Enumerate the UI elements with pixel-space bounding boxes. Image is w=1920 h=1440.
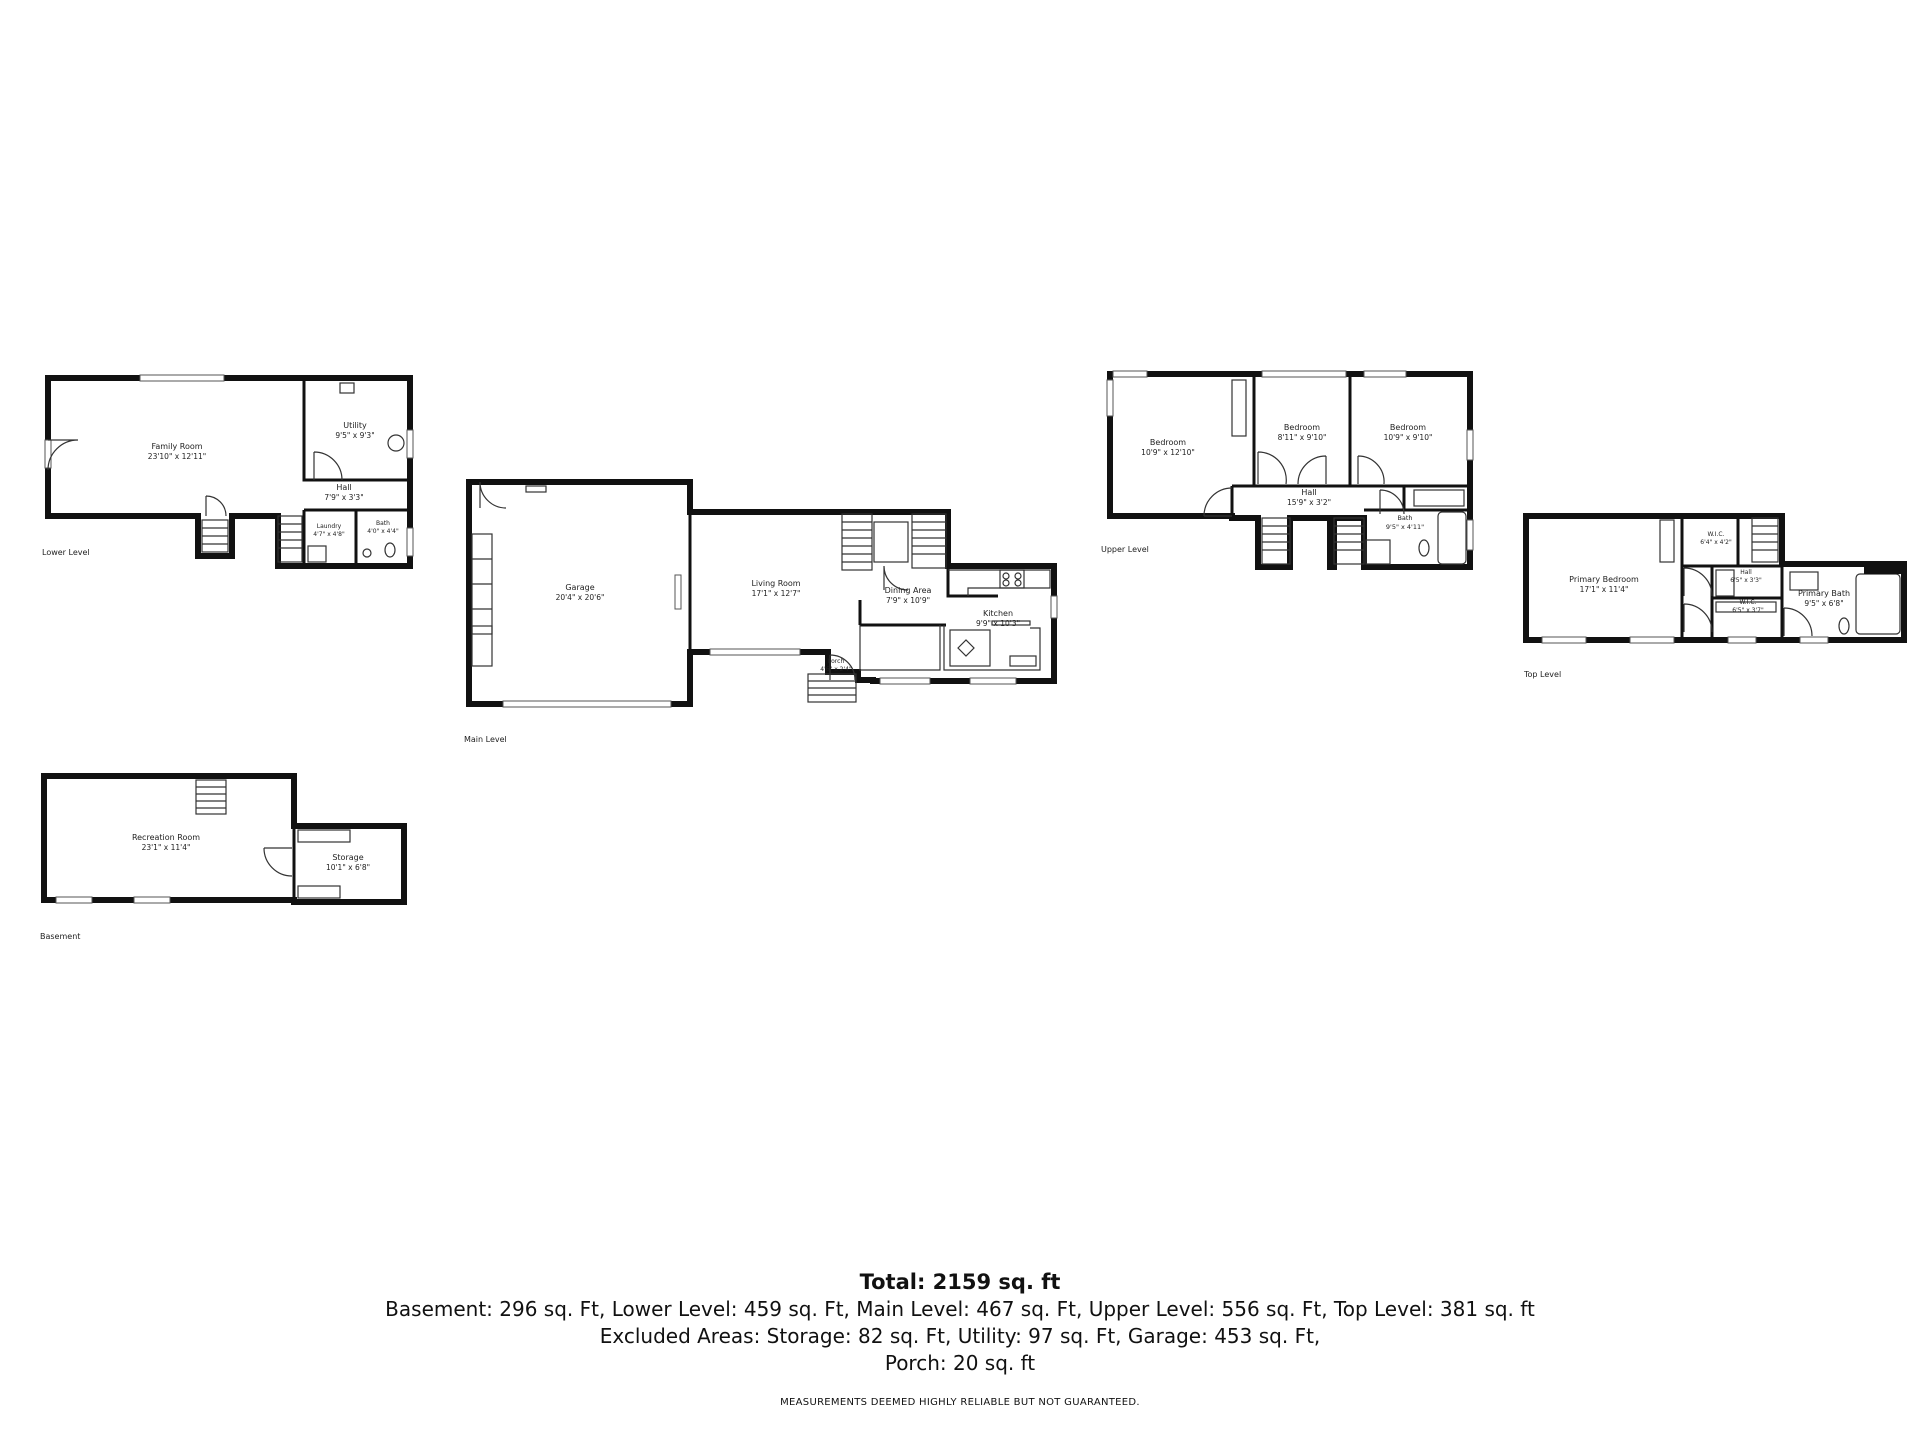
recreation-room-dimensions: 23'1" x 11'4" [142, 843, 191, 852]
disclaimer: MEASUREMENTS DEEMED HIGHLY RELIABLE BUT … [780, 1397, 1140, 1408]
lower-level-label: Lower Level [42, 548, 90, 557]
wic-2-name: W.I.C. [1740, 599, 1757, 606]
lower-level-plan: Family Room 23'10" x 12'11" Utility 9'5"… [42, 374, 414, 569]
lower-bath-dimensions: 4'0" x 4'4" [367, 528, 399, 535]
upper-bath-dimensions: 9'5" x 4'11" [1386, 523, 1424, 531]
family-room-dimensions: 23'10" x 12'11" [148, 452, 206, 461]
lower-bath-name: Bath [376, 520, 390, 527]
area-summary: Total: 2159 sq. ft Basement: 296 sq. Ft,… [0, 1268, 1920, 1408]
level-areas: Basement: 296 sq. Ft, Lower Level: 459 s… [385, 1297, 1535, 1321]
utility-dimensions: 9'5" x 9'3" [335, 431, 374, 440]
kitchen-name: Kitchen [983, 609, 1013, 618]
wic-1-name: W.I.C. [1708, 531, 1725, 538]
main-level-label: Main Level [464, 735, 507, 744]
dining-area-dimensions: 7'9" x 10'9" [886, 596, 930, 605]
living-room-dimensions: 17'1" x 12'7" [752, 589, 801, 598]
main-level-plan: Garage 20'4" x 20'6" Living Room 17'1" x… [464, 479, 1058, 744]
wic-2-dimensions: 6'5" x 3'7" [1732, 607, 1764, 614]
top-level-plan: Primary Bedroom 17'1" x 11'4" W.I.C. 6'4… [1523, 513, 1907, 679]
bedroom-3-name: Bedroom [1390, 423, 1426, 432]
storage-dimensions: 10'1" x 6'8" [326, 863, 370, 872]
top-hall-name: Hall [1740, 569, 1752, 576]
storage-name: Storage [332, 853, 363, 862]
porch-dimensions: 4'6" x 2'4" [820, 666, 852, 673]
porch-area: Porch: 20 sq. ft [884, 1351, 1036, 1375]
bedroom-2-name: Bedroom [1284, 423, 1320, 432]
upper-level-plan: Bedroom 10'9" x 12'10" Bedroom 8'11" x 9… [1101, 370, 1474, 570]
recreation-room-name: Recreation Room [132, 833, 200, 842]
primary-bath-name: Primary Bath [1798, 589, 1850, 598]
garage-dimensions: 20'4" x 20'6" [556, 593, 605, 602]
basement-plan: Recreation Room 23'1" x 11'4" Storage 10… [40, 773, 407, 941]
porch-name: Porch [828, 658, 845, 665]
primary-bedroom-name: Primary Bedroom [1569, 575, 1639, 584]
kitchen-dimensions: 9'9" x 10'3" [976, 619, 1020, 628]
family-room-name: Family Room [151, 442, 202, 451]
upper-hall-dimensions: 15'9" x 3'2" [1287, 498, 1331, 507]
lower-hall-name: Hall [336, 483, 351, 492]
garage-name: Garage [565, 583, 594, 592]
laundry-dimensions: 4'7" x 4'8" [313, 531, 345, 538]
dining-area-name: Dining Area [885, 586, 932, 595]
laundry-name: Laundry [317, 523, 342, 530]
lower-hall-dimensions: 7'9" x 3'3" [324, 493, 363, 502]
bedroom-1-dimensions: 10'9" x 12'10" [1141, 448, 1195, 457]
living-room-name: Living Room [751, 579, 800, 588]
upper-hall-name: Hall [1301, 488, 1316, 497]
wic-1-dimensions: 6'4" x 4'2" [1700, 539, 1732, 546]
bedroom-1-name: Bedroom [1150, 438, 1186, 447]
primary-bath-dimensions: 9'5" x 6'8" [1804, 599, 1843, 608]
bedroom-2-dimensions: 8'11" x 9'10" [1278, 433, 1327, 442]
excluded-areas: Excluded Areas: Storage: 82 sq. Ft, Util… [599, 1324, 1321, 1348]
basement-label: Basement [40, 932, 80, 941]
upper-bath-name: Bath [1397, 514, 1412, 522]
upper-level-label: Upper Level [1101, 545, 1149, 554]
utility-name: Utility [343, 421, 367, 430]
top-level-label: Top Level [1523, 670, 1561, 679]
top-hall-dimensions: 6'5" x 3'3" [1730, 577, 1762, 584]
primary-bedroom-dimensions: 17'1" x 11'4" [1580, 585, 1629, 594]
bedroom-3-dimensions: 10'9" x 9'10" [1384, 433, 1433, 442]
total-area: Total: 2159 sq. ft [859, 1270, 1061, 1294]
